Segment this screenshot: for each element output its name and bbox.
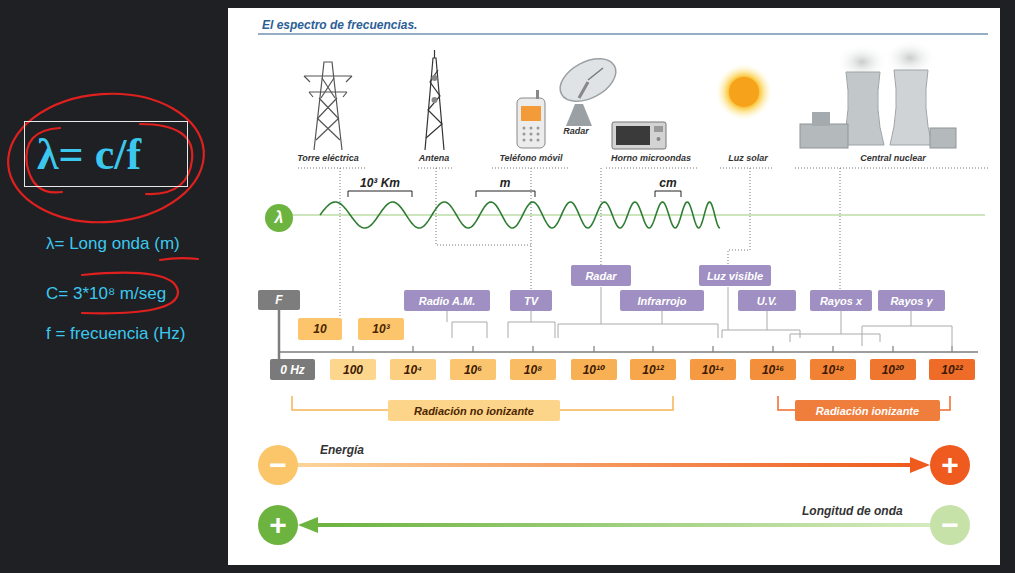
node-text: 10¹² (642, 363, 663, 377)
frequency-box: 10¹⁸ (810, 359, 856, 380)
wavelength-label: m (498, 176, 513, 190)
node-text: + (269, 510, 287, 540)
frequency-box: 10⁴ (390, 359, 436, 380)
node-text: 10³ (372, 322, 389, 336)
node-text: 10¹⁶ (762, 363, 784, 377)
node-text: Infrarrojo (638, 295, 687, 307)
band-label: Radio A.M. (404, 290, 490, 311)
diagram-title: El espectro de frecuencias. (262, 18, 417, 32)
frequency-box: 10⁸ (510, 359, 556, 380)
node-text: 10⁶ (464, 363, 482, 377)
band-label: Rayos γ (878, 290, 945, 311)
icon-label: Luz solar (727, 153, 769, 163)
frequency-box: 10¹⁴ (690, 359, 736, 380)
legend-line: f = frecuencia (Hz) (46, 324, 185, 344)
icon-label: Central nuclear (859, 153, 927, 163)
band-label: TV (510, 290, 552, 311)
lambda-circle: λ (265, 204, 293, 232)
node-text: 0 Hz (280, 363, 305, 377)
node-text: TV (524, 295, 538, 307)
node-text: Radar (585, 270, 616, 282)
radiation-band: Radiación no ionizante (388, 400, 560, 421)
band-label: Radar (571, 265, 631, 286)
node-text: Luz visible (707, 270, 763, 282)
icon-label: Horno microondas (610, 153, 692, 163)
plus-circle: + (258, 505, 298, 545)
node-text: − (269, 450, 287, 480)
wavelength-label: cm (657, 176, 678, 190)
band-label: Luz visible (699, 265, 771, 286)
node-text: − (941, 510, 959, 540)
arrow-label: Longitud de onda (800, 504, 905, 518)
frequency-box: 10³ (358, 318, 404, 340)
frequency-box: 10¹⁶ (750, 359, 796, 380)
arrow-label: Energía (318, 443, 366, 457)
node-text: F (275, 293, 282, 307)
legend-line: C= 3*10⁸ m/seg (46, 284, 166, 304)
frequency-box: 100 (330, 359, 376, 380)
node-text: Radiación ionizante (816, 405, 919, 417)
frequency-box: 10²⁰ (870, 359, 916, 380)
node-text: λ (275, 209, 284, 227)
node-text: 10¹⁸ (822, 363, 844, 377)
frequency-box: 10⁶ (450, 359, 496, 380)
node-text: Rayos x (820, 295, 862, 307)
icon-label: Teléfono móvil (498, 153, 563, 163)
wavelength-label: 10³ Km (358, 176, 402, 190)
minus-circle: − (930, 505, 970, 545)
frequency-box: 10¹⁰ (571, 359, 617, 380)
frequency-box: 0 Hz (270, 359, 315, 380)
plus-circle: + (930, 445, 970, 485)
node-text: Radiación no ionizante (414, 405, 534, 417)
icon-label: Antena (418, 153, 451, 163)
radiation-band: Radiación ionizante (795, 400, 940, 421)
node-text: 10⁸ (524, 363, 542, 377)
node-text: 10 (313, 322, 326, 336)
band-label: Infrarrojo (620, 290, 704, 311)
legend-line: λ= Long onda (m) (46, 234, 180, 254)
node-text: 100 (343, 363, 363, 377)
node-text: 10²⁰ (882, 363, 905, 377)
node-text: 10¹⁰ (583, 363, 606, 377)
frequency-box: 10¹² (630, 359, 676, 380)
frequency-box: 10²² (929, 359, 975, 380)
icon-label: Radar (562, 126, 590, 136)
formula-box: λ= c/f (24, 121, 188, 187)
axis-label: F (258, 290, 300, 310)
band-label: U.V. (738, 290, 796, 311)
node-text: U.V. (757, 295, 777, 307)
band-label: Rayos x (810, 290, 872, 311)
minus-circle: − (258, 445, 298, 485)
node-text: 10¹⁴ (702, 363, 724, 377)
node-text: + (941, 450, 959, 480)
frequency-box: 10 (298, 318, 342, 340)
node-text: Radio A.M. (419, 295, 475, 307)
wave-line (320, 202, 720, 228)
node-text: λ= c/f (37, 129, 141, 180)
node-text: 10²² (941, 363, 962, 377)
icon-label: Torre eléctrica (296, 153, 360, 163)
node-text: 10⁴ (404, 363, 422, 377)
node-text: Rayos γ (890, 295, 932, 307)
